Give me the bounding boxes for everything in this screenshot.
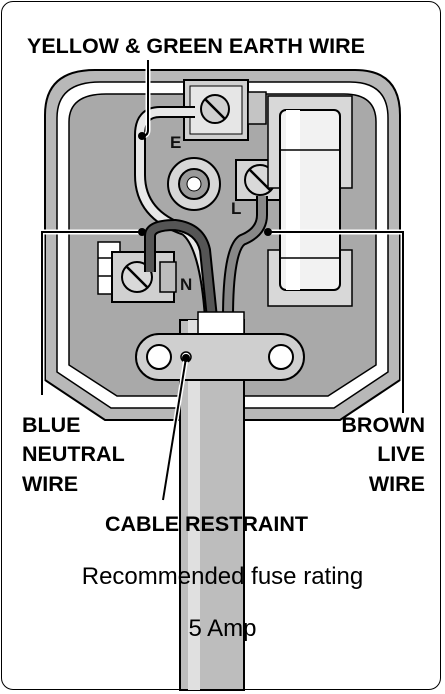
terminal-letter-live: L — [231, 199, 241, 218]
terminal-letter-earth: E — [170, 133, 181, 152]
fuse-rating-caption: Recommended fuse rating — [81, 563, 364, 590]
cable-restraint-label: CABLE RESTRAINT — [105, 512, 309, 536]
fuse — [267, 95, 353, 307]
earth-wire-label: YELLOW & GREEN EARTH WIRE — [27, 34, 366, 58]
cable — [179, 311, 245, 691]
centre-pin-hole — [167, 157, 221, 211]
fuse-rating-value: 5 Amp — [188, 615, 257, 642]
cable-restraint — [135, 333, 305, 381]
terminal-letter-neutral: N — [180, 275, 192, 294]
neutral-terminal — [97, 241, 177, 303]
